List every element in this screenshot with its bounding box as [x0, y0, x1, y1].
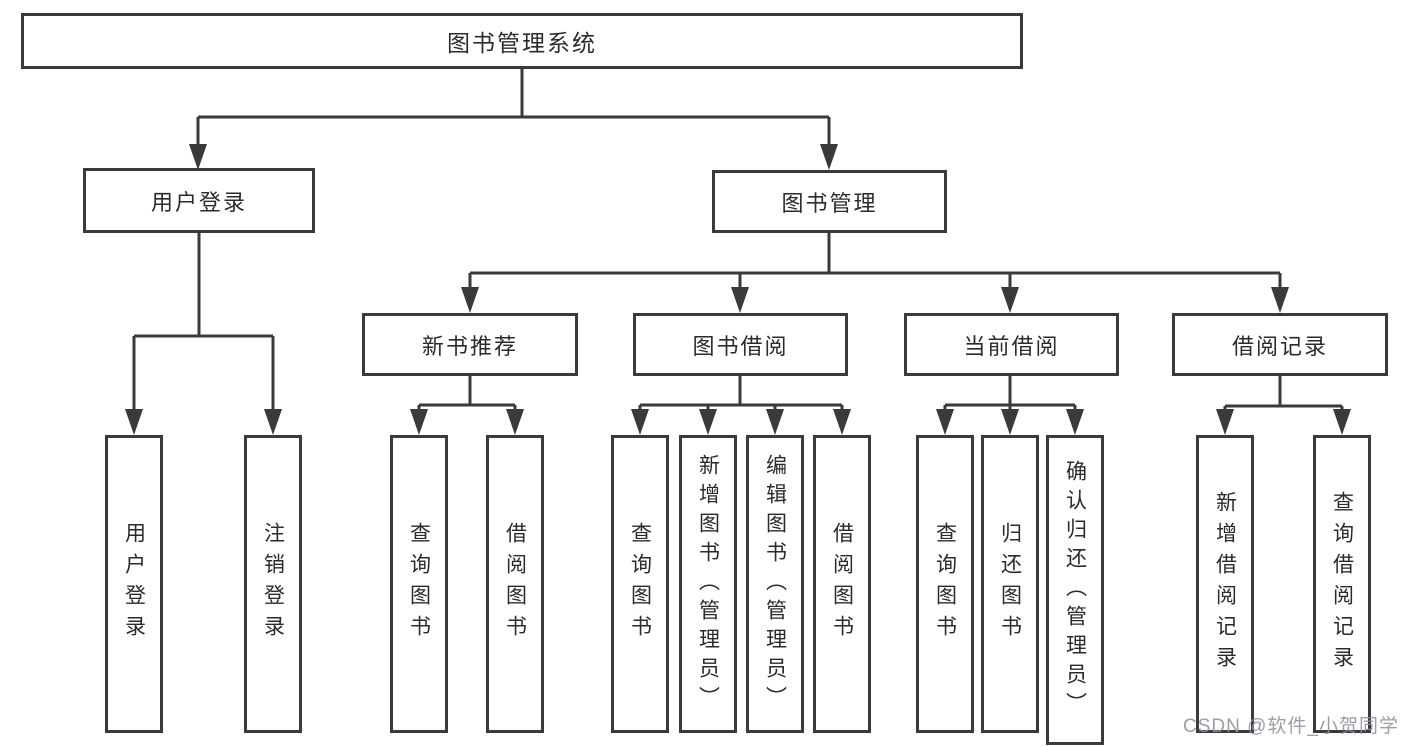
leaf-label: 借阅图书 [830, 522, 854, 646]
node-book-borrow: 图书借阅 [633, 313, 848, 376]
connector-userlogin-to-leaves [132, 233, 275, 417]
arrow-down-icon [820, 144, 838, 170]
arrow-down-icon [936, 409, 954, 435]
node-book-management: 图书管理 [712, 170, 947, 233]
leaf-label: 确认归还（管理员） [1063, 459, 1087, 721]
leaf-user-login: 用户登录 [105, 435, 163, 733]
leaf-confirm-return-admin: 确认归还（管理员） [1046, 435, 1104, 745]
connector-root-to-level2 [196, 69, 831, 152]
leaf-label: 借阅图书 [503, 522, 527, 646]
node-label: 图书管理 [781, 190, 878, 216]
leaf-query-books-cb: 查询图书 [916, 435, 974, 733]
node-current-borrow: 当前借阅 [904, 313, 1119, 376]
arrow-down-icon [506, 409, 524, 435]
arrow-down-icon [1271, 287, 1289, 313]
leaf-borrow-books-bb: 借阅图书 [813, 435, 871, 733]
leaf-borrow-books-rec: 借阅图书 [486, 435, 544, 733]
node-label: 图书借阅 [692, 333, 789, 359]
leaf-add-borrow-record: 新增借阅记录 [1196, 435, 1254, 733]
leaf-return-books: 归还图书 [981, 435, 1039, 733]
node-label: 借阅记录 [1231, 333, 1328, 359]
arrow-down-icon [699, 409, 717, 435]
arrow-down-icon [833, 409, 851, 435]
leaf-label: 查询借阅记录 [1330, 491, 1354, 677]
arrow-down-icon [766, 409, 784, 435]
connector-newbook-to-leaves [417, 376, 517, 417]
arrow-down-icon [631, 409, 649, 435]
node-borrow-records: 借阅记录 [1172, 313, 1388, 376]
node-new-book-recommend: 新书推荐 [362, 313, 578, 376]
node-label: 图书管理系统 [447, 30, 597, 56]
leaf-query-books-rec: 查询图书 [390, 435, 448, 733]
node-user-login: 用户登录 [83, 168, 315, 233]
leaf-logout: 注销登录 [244, 435, 302, 733]
node-label: 用户登录 [150, 189, 247, 215]
connector-bookmgmt-to-level3 [468, 233, 1282, 295]
arrow-down-icon [189, 144, 207, 170]
leaf-label: 用户登录 [122, 522, 146, 646]
leaf-label: 编辑图书（管理员） [763, 453, 787, 715]
node-label: 当前借阅 [963, 333, 1060, 359]
leaf-label: 查询图书 [407, 522, 431, 646]
leaf-label: 新增图书（管理员） [696, 453, 720, 715]
leaf-query-borrow-record: 查询借阅记录 [1313, 435, 1371, 733]
leaf-edit-books-admin: 编辑图书（管理员） [746, 435, 804, 733]
arrow-down-icon [1001, 287, 1019, 313]
arrow-down-icon [731, 287, 749, 313]
leaf-label: 查询图书 [628, 522, 652, 646]
arrow-down-icon [1066, 409, 1084, 435]
leaf-query-books-bb: 查询图书 [611, 435, 669, 733]
leaf-label: 注销登录 [261, 522, 285, 646]
arrow-down-icon [461, 287, 479, 313]
arrow-down-icon [264, 409, 282, 435]
csdn-watermark: CSDN @软件_小贺同学 [1183, 716, 1399, 737]
leaf-label: 新增借阅记录 [1213, 491, 1237, 677]
leaf-add-books-admin: 新增图书（管理员） [679, 435, 737, 733]
connector-bookborrow-to-leaves [638, 376, 844, 417]
arrow-down-icon [410, 409, 428, 435]
arrow-down-icon [1001, 409, 1019, 435]
arrow-down-icon [1216, 409, 1234, 435]
node-library-management-system: 图书管理系统 [21, 13, 1023, 69]
arrow-down-icon [125, 409, 143, 435]
leaf-label: 归还图书 [998, 522, 1022, 646]
connector-records-to-leaves [1223, 376, 1344, 417]
leaf-label: 查询图书 [933, 522, 957, 646]
node-label: 新书推荐 [421, 333, 518, 359]
arrowheads [125, 144, 1351, 435]
arrow-down-icon [1333, 409, 1351, 435]
